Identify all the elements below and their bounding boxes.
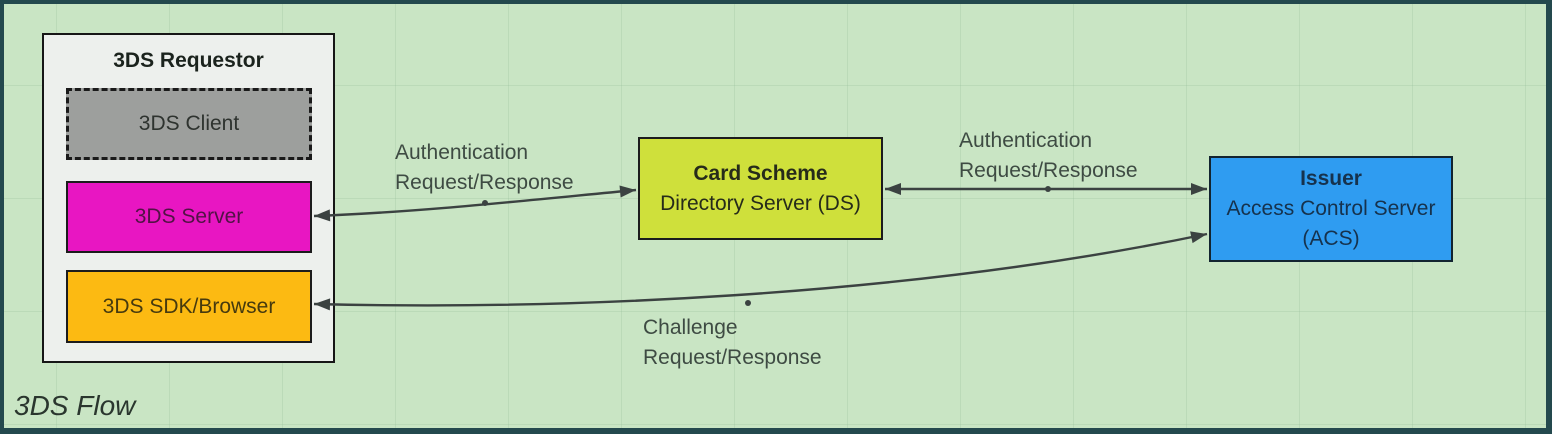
- edge-label-auth-left-line2: Request/Response: [395, 171, 574, 194]
- node-3ds-server-label: 3DS Server: [134, 205, 244, 228]
- edge-label-challenge-line2: Request/Response: [643, 346, 822, 369]
- edge-label-challenge-line1: Challenge: [643, 316, 738, 339]
- edge-label-auth-right-line1: Authentication: [959, 129, 1093, 152]
- edge-label-auth-right: Authentication Request/Response: [959, 126, 1138, 186]
- edge-label-auth-right-line2: Request/Response: [959, 159, 1138, 182]
- edge-label-challenge: Challenge Request/Response: [643, 313, 822, 373]
- node-3ds-server: 3DS Server: [66, 181, 312, 253]
- issuer-title: Issuer: [1300, 167, 1362, 190]
- edge-label-auth-left: Authentication Request/Response: [395, 138, 574, 198]
- card-scheme-title: Card Scheme: [693, 161, 828, 185]
- node-3ds-sdk-browser: 3DS SDK/Browser: [66, 270, 312, 343]
- edge-label-auth-left-line1: Authentication: [395, 141, 529, 164]
- card-scheme-subtitle: Directory Server (DS): [660, 191, 861, 215]
- node-issuer: Issuer Access Control Server (ACS): [1209, 156, 1453, 262]
- edge-sdk-issuer-waypoint-dot: [745, 300, 751, 306]
- issuer-subtitle2: (ACS): [1302, 227, 1360, 250]
- diagram-caption: 3DS Flow: [14, 390, 136, 421]
- issuer-subtitle: Access Control Server: [1226, 197, 1436, 220]
- node-card-scheme: Card Scheme Directory Server (DS): [638, 137, 883, 240]
- edge-ds-issuer-waypoint-dot: [1045, 186, 1051, 192]
- node-3ds-client: 3DS Client: [66, 88, 312, 160]
- edge-sdk-issuer: [313, 231, 1208, 311]
- edge-server-ds-waypoint-dot: [482, 200, 488, 206]
- requestor-title: 3DS Requestor: [113, 49, 264, 72]
- node-3ds-sdk-browser-label: 3DS SDK/Browser: [102, 294, 276, 318]
- node-3ds-client-label: 3DS Client: [138, 112, 240, 135]
- requestor-container: 3DS Requestor 3DS Client 3DS Server 3DS …: [42, 33, 335, 363]
